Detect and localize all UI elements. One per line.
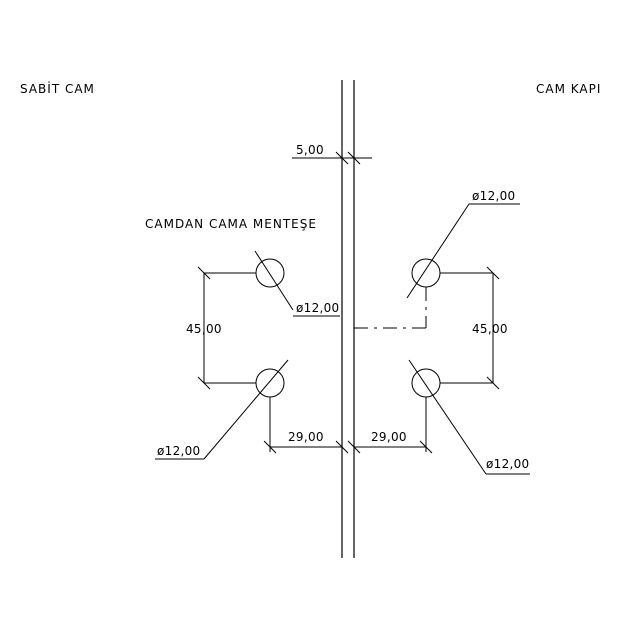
vertical-dimension-right: 45,00 xyxy=(440,266,508,390)
vertical-dimension-left-text: 45,00 xyxy=(186,322,222,336)
gap-dimension: 5,00 xyxy=(292,143,372,165)
gap-dimension-text: 5,00 xyxy=(296,143,324,157)
edge-dimension-left: 29,00 xyxy=(263,397,349,454)
hole-bottom-right: ø12,00 xyxy=(408,359,530,475)
fixed-glass-label: SABİT CAM xyxy=(20,81,95,96)
edge-dimension-left-text: 29,00 xyxy=(288,430,324,444)
hole-bottom-left-diameter: ø12,00 xyxy=(157,444,201,458)
hole-top-right: ø12,00 xyxy=(406,189,520,299)
hole-bottom-right-diameter: ø12,00 xyxy=(486,457,530,471)
centerline-right xyxy=(354,287,427,329)
hole-top-left-diameter: ø12,00 xyxy=(296,301,340,315)
hole-top-right-diameter: ø12,00 xyxy=(472,189,516,203)
glass-door-label: CAM KAPI xyxy=(536,82,601,96)
edge-dimension-right: 29,00 xyxy=(347,397,433,454)
hole-top-left: ø12,00 xyxy=(254,250,340,317)
hole-bottom-left: ø12,00 xyxy=(155,359,289,460)
edge-dimension-right-text: 29,00 xyxy=(371,430,407,444)
vertical-dimension-right-text: 45,00 xyxy=(472,322,508,336)
vertical-dimension-left: 45,00 xyxy=(186,266,256,390)
hinge-title: CAMDAN CAMA MENTEŞE xyxy=(145,217,317,231)
